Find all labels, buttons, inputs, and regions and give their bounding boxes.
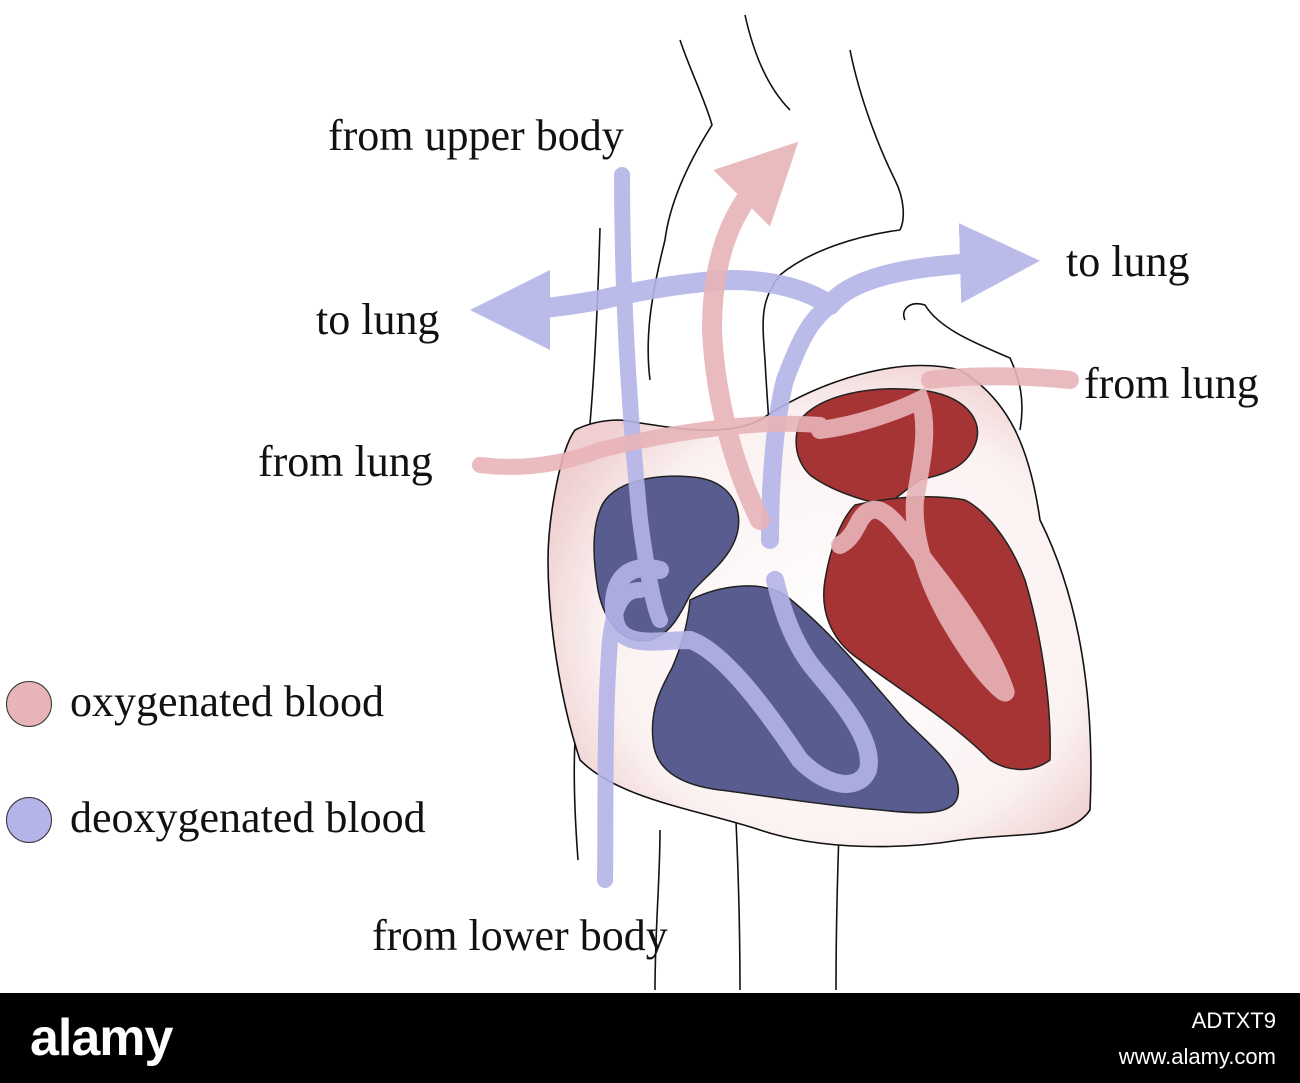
label-from-upper-body: from upper body xyxy=(328,111,624,160)
brand-logo: alamy xyxy=(30,1009,173,1067)
legend-deoxygenated-swatch xyxy=(6,797,52,843)
watermark-footer xyxy=(0,993,1300,1083)
site-url: www.alamy.com xyxy=(1118,1044,1276,1069)
label-to-lung-left: to lung xyxy=(316,295,440,344)
heart-illustration xyxy=(470,14,1092,991)
image-id: ADTXT9 xyxy=(1191,1008,1276,1033)
label-from-lung-left: from lung xyxy=(258,437,433,486)
deoxygenated-flow xyxy=(470,167,1040,888)
label-to-lung-right: to lung xyxy=(1066,237,1190,286)
legend-deoxygenated-label: deoxygenated blood xyxy=(70,793,426,842)
label-from-lung-right: from lung xyxy=(1084,359,1259,408)
legend-oxygenated-label: oxygenated blood xyxy=(70,677,385,726)
legend-oxygenated-swatch xyxy=(6,681,52,727)
oxygenated-flow xyxy=(472,141,1079,702)
label-from-lower-body: from lower body xyxy=(372,911,668,960)
